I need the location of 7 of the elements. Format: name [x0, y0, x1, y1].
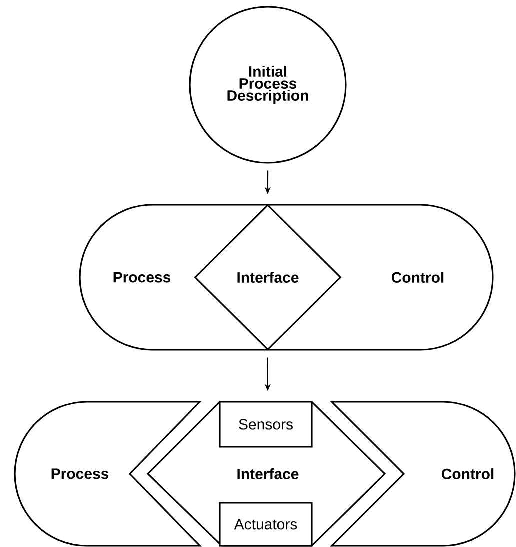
- notched-box: Process: [14, 401, 201, 547]
- label-box: Actuators: [219, 502, 313, 547]
- circle-node: Initial Process Description: [189, 6, 347, 164]
- stadium-label: Process: [114, 272, 171, 283]
- label-box: Sensors: [219, 401, 313, 448]
- stadium-label: Control: [392, 272, 444, 283]
- notched-box: Control: [331, 401, 516, 547]
